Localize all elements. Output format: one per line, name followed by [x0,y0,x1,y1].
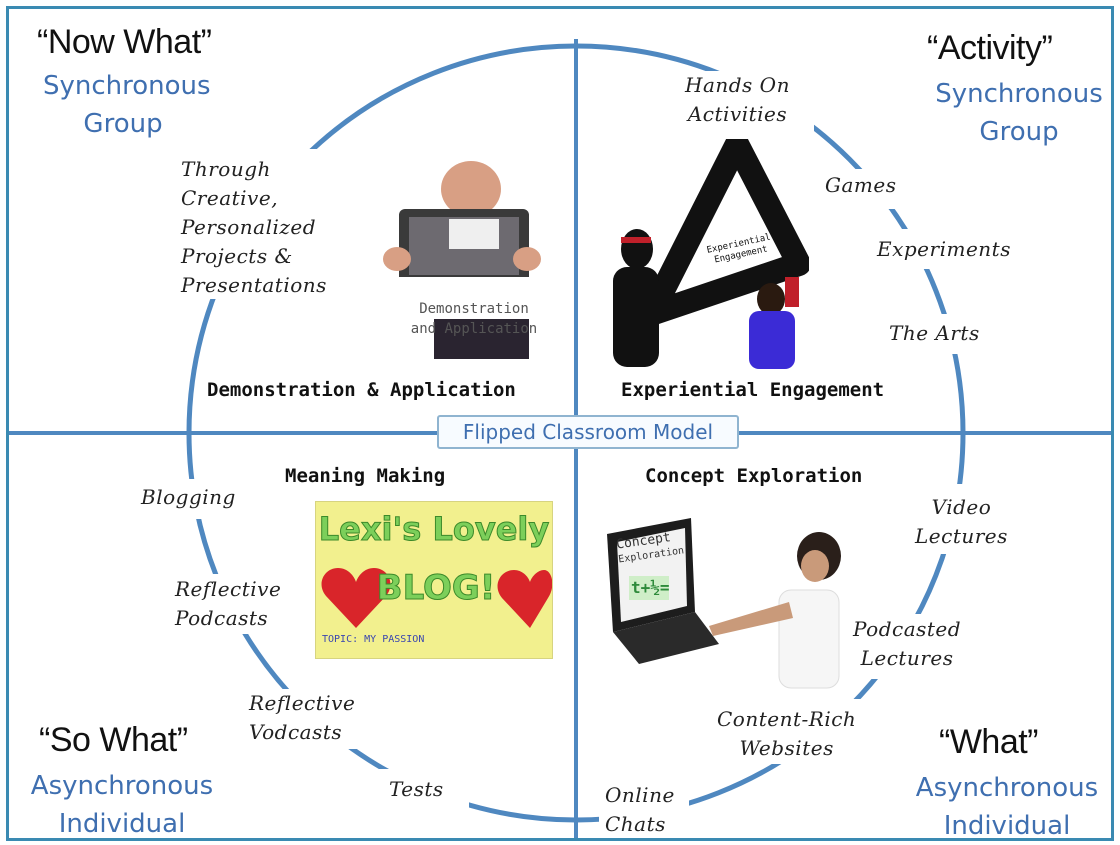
phase-meaning-making: Meaning Making [285,465,446,487]
demonstration-photo-caption: Demonstration and Application [399,299,549,339]
experiential-photo-art [613,139,809,369]
concept-photo: Concept Exploration t+½= [599,514,849,689]
item-experiments: Experiments [877,237,1011,261]
hands-on-activities: Hands On Activities [685,71,790,129]
item-creative: Creative, [181,186,279,210]
so-what-quote: “So What” [39,721,188,759]
what-mode-line1: Asynchronous [915,773,1099,803]
demonstration-photo-art [383,161,541,359]
item-personalized: Personalized [181,215,317,239]
item-through: Through [181,157,271,181]
blog-image: Lexi's Lovely BLOG! TOPIC: MY PASSION [315,501,553,659]
activity-mode-line1: Synchronous [935,79,1103,109]
item-projects: Projects & [181,244,293,268]
video-lectures-line1: Video [931,495,992,519]
reflective-vodcasts-line2: Vodcasts [249,720,343,744]
phase-demonstration: Demonstration & Application [207,379,516,401]
now-what-mode-line2: Group [83,109,163,139]
item-online-chats: Online Chats [605,781,675,838]
item-tests: Tests [389,777,444,801]
item-reflective-vodcasts: Reflective Vodcasts [249,689,355,747]
item-podcasted-lectures: Podcasted Lectures [853,615,961,673]
online-chats-line1: Online [605,783,675,807]
photo-caption-line2: and Application [410,321,538,337]
what-quote: “What” [939,723,1039,761]
podcasted-lectures-line2: Lectures [860,646,954,670]
podcasted-lectures-line1: Podcasted [853,617,962,641]
screen-formula: t+½= [631,578,670,597]
item-video-lectures: Video Lectures [915,493,1008,551]
hands-on-line1: Hands On [685,73,790,97]
activity-quote: “Activity” [927,29,1053,67]
cycle-graphic [9,39,1111,838]
blog-footer: TOPIC: MY PASSION [322,634,425,645]
diagram-frame: “Now What” Synchronous Group “Activity” … [6,6,1114,841]
item-content-rich-websites: Content-Rich Websites [717,705,856,763]
so-what-mode: Asynchronous Individual [27,767,217,839]
what-mode-line2: Individual [943,811,1071,841]
reflective-vodcasts-line1: Reflective [249,691,356,715]
now-what-quote: “Now What” [37,23,212,61]
now-what-items: Through Creative, Personalized Projects … [181,155,327,300]
online-chats-line2: Chats [605,812,666,836]
what-mode: Asynchronous Individual [907,769,1107,841]
content-rich-line1: Content-Rich [717,707,857,731]
photo-caption-line1: Demonstration [419,301,529,317]
activity-mode: Synchronous Group [929,75,1109,151]
item-blogging: Blogging [141,485,236,509]
reflective-podcasts-line1: Reflective [175,577,282,601]
so-what-mode-line2: Individual [58,809,186,839]
experiential-photo: Experiential Engagement [599,139,809,369]
now-what-mode: Synchronous Group [43,67,211,143]
item-the-arts: The Arts [889,321,980,345]
blog-title-line1: Lexi's Lovely [318,510,550,549]
phase-experiential: Experiential Engagement [621,379,885,401]
activity-mode-line2: Group [979,117,1059,147]
model-title: Flipped Classroom Model [437,415,739,449]
item-games: Games [825,173,897,197]
video-lectures-line2: Lectures [915,524,1008,548]
demonstration-photo: Demonstration and Application [379,159,549,359]
so-what-mode-line1: Asynchronous [30,771,214,801]
now-what-mode-line1: Synchronous [43,71,211,101]
reflective-podcasts-line2: Podcasts [175,606,269,630]
content-rich-line2: Websites [739,736,834,760]
item-reflective-podcasts: Reflective Podcasts [175,575,281,633]
hands-on-line2: Activities [687,102,788,126]
concept-photo-art [607,518,841,689]
blog-title-line2: BLOG! [376,568,496,609]
phase-concept-exploration: Concept Exploration [645,465,863,487]
heart-icons [321,568,552,628]
item-presentations: Presentations [181,273,327,297]
